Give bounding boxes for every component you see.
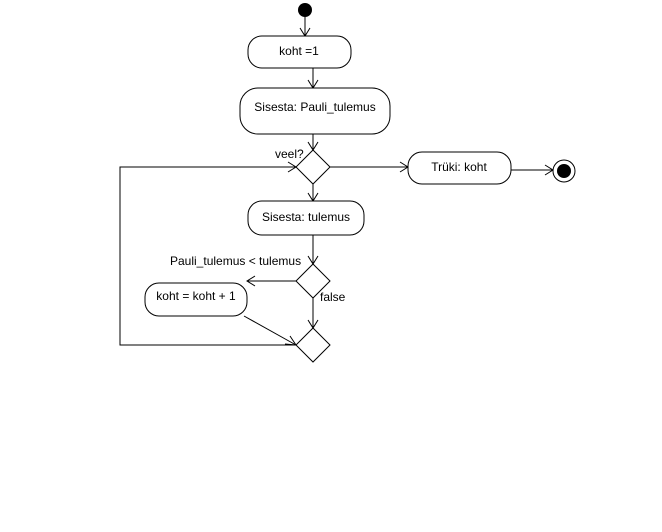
edge-input-tulemus-to-compare-decision [307,235,319,265]
action-increment-koht: koht = koht + 1 [144,282,248,317]
edge-compare-to-merge-false [307,298,319,329]
action-input-pauli-tulemus: Sisesta: Pauli_tulemus [239,87,391,135]
false-branch-label: false [320,290,346,304]
action-increment-koht-label: koht = koht + 1 [156,289,236,303]
action-assign-koht: koht =1 [247,35,352,69]
edge-initial-to-assign [299,17,311,37]
edge-merge-loop-back [119,161,297,346]
action-input-tulemus: Sisesta: tulemus [247,200,365,236]
edge-increment-to-merge [243,315,297,346]
action-assign-koht-label: koht =1 [279,44,319,58]
merge-node-diamond [295,327,331,363]
action-input-pauli-tulemus-label: Sisesta: Pauli_tulemus [254,100,375,114]
initial-node [298,3,312,17]
action-input-tulemus-label: Sisesta: tulemus [262,210,350,224]
edge-loop-decision-to-input-tulemus [307,184,319,202]
loop-condition-label: veel? [275,147,304,161]
edge-assign-to-input-pauli [307,68,319,89]
edge-compare-to-increment [246,275,296,287]
edge-print-to-final [511,164,554,176]
action-print-koht-label: Trüki: koht [431,160,487,174]
compare-condition-label: Pauli_tulemus < tulemus [170,254,301,268]
edge-input-pauli-to-loop-decision [307,134,319,151]
final-node [552,159,576,183]
action-print-koht: Trüki: koht [407,151,512,185]
edge-loop-decision-to-print [330,161,409,173]
